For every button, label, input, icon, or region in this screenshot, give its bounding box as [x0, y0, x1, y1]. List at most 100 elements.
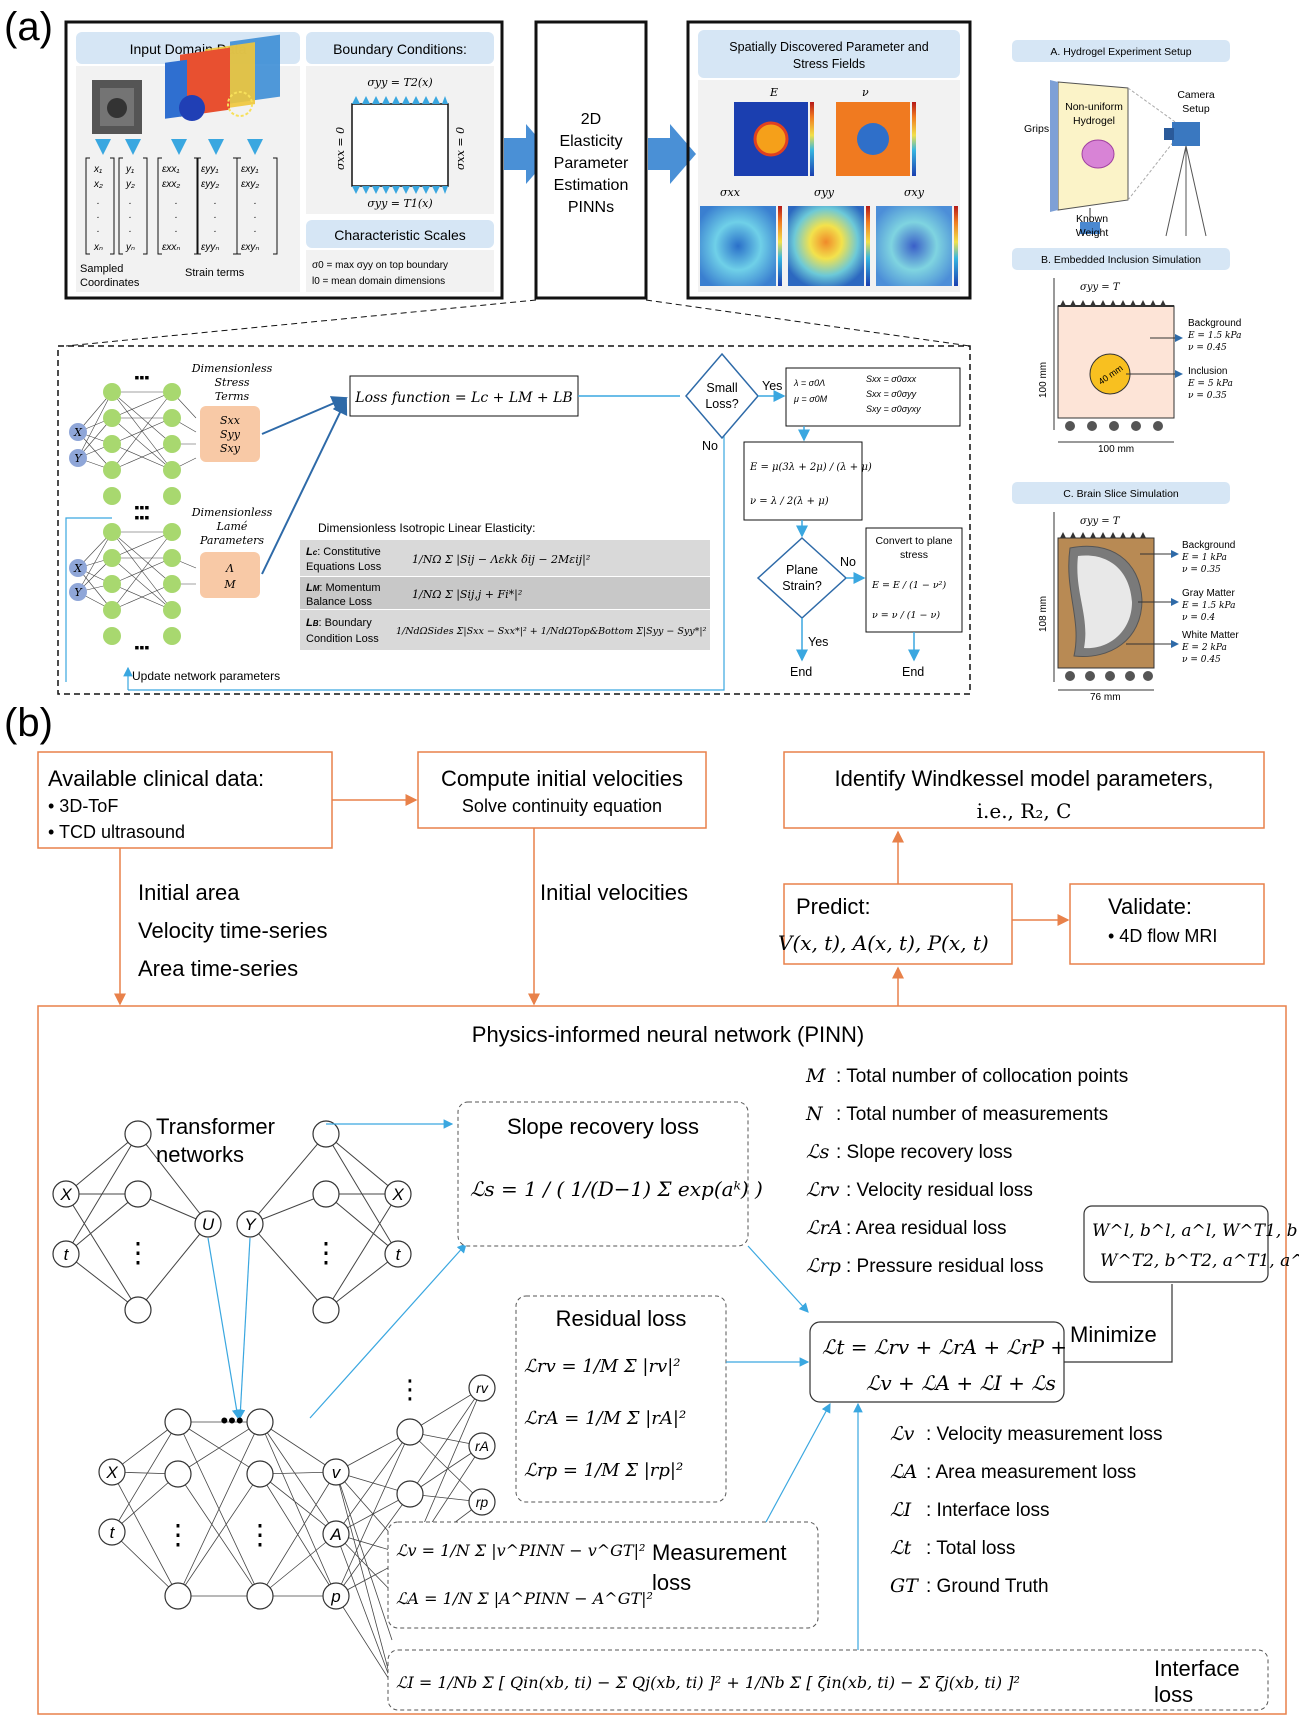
- svg-text:Loss?: Loss?: [705, 397, 738, 411]
- lame-title-3: Parameters: [199, 534, 264, 547]
- t-node-x2: X: [391, 1185, 404, 1204]
- field-label-nu: ν: [862, 86, 869, 99]
- svg-text:⋮: ⋮: [164, 1519, 192, 1550]
- svg-text:: Velocity residual loss: : Velocity residual loss: [846, 1180, 1033, 1201]
- residual-row-rp: ℒrp = 1/M Σ |rp|²: [524, 1460, 683, 1481]
- loss-row-lc-2: Equations Loss: [306, 561, 382, 573]
- svg-text:ν = 0.4: ν = 0.4: [1182, 613, 1215, 623]
- svg-text:ℒrA: ℒrA: [806, 1217, 843, 1239]
- svg-text:εxy₂: εxy₂: [241, 179, 259, 190]
- svg-text:: Total loss: : Total loss: [926, 1538, 1015, 1559]
- scales-title: Characteristic Scales: [334, 227, 466, 243]
- hydrogel-label-2: Hydrogel: [1073, 115, 1115, 127]
- svg-text:Λ: Λ: [225, 562, 234, 575]
- svg-text:Background: Background: [1188, 318, 1241, 329]
- svg-text:Sxx: Sxx: [220, 414, 241, 427]
- svg-text:.: .: [175, 224, 178, 235]
- svg-text:ℒrv: ℒrv: [806, 1179, 840, 1201]
- svg-text:▪▪▪: ▪▪▪: [135, 509, 150, 525]
- svg-text:Inclusion: Inclusion: [1188, 366, 1227, 377]
- svg-text:εyyₙ: εyyₙ: [201, 242, 219, 253]
- update-network-label: Update network parameters: [132, 669, 280, 683]
- strain-field-stack: [165, 34, 280, 121]
- svg-text:E = 1.5 kPa: E = 1.5 kPa: [1187, 331, 1241, 341]
- input-group-box: [64, 20, 504, 300]
- svg-text:E = 2 kPa: E = 2 kPa: [1181, 643, 1227, 653]
- validate-title: Validate:: [1108, 894, 1192, 919]
- loss-row-lb-2: Condition Loss: [306, 633, 379, 645]
- field-sxy: [876, 206, 952, 286]
- svg-text:100 mm: 100 mm: [1098, 444, 1134, 455]
- svg-text:.: .: [175, 210, 178, 221]
- lame-terms-box: [200, 552, 260, 598]
- slope-loss-formula: ℒs = 1 / ( 1/(D−1) Σ exp(aᵏ) ): [470, 1177, 763, 1201]
- field-syy: [788, 206, 864, 286]
- m-node-ra: rA: [475, 1438, 489, 1454]
- measurement-title-1: Measurement: [652, 1540, 787, 1565]
- hydrogel-setup-drawing: [1050, 80, 1207, 237]
- clinical-title: Available clinical data:: [48, 766, 264, 791]
- svg-text:⋮: ⋮: [397, 1374, 423, 1404]
- svg-text:.: .: [214, 196, 217, 207]
- small-loss-diamond: [685, 352, 759, 440]
- convert-box: [785, 367, 961, 427]
- arrow-to-output: [648, 124, 696, 184]
- stress-terms-box: [200, 406, 260, 462]
- field-label-sxy: σxy: [904, 186, 925, 199]
- svg-text:⋮: ⋮: [124, 1237, 152, 1268]
- svg-text:x₂: x₂: [93, 179, 103, 190]
- loss-row-lc-formula: 1/NΩ Σ |Sij − Λεkk δij − 2Mεij|²: [412, 553, 590, 567]
- svg-text:: Interface loss: : Interface loss: [926, 1500, 1050, 1521]
- params-line-1: W^l, b^l, a^l, W^T1, b^T1: [1092, 1221, 1299, 1241]
- compute-title: Compute initial velocities: [441, 766, 683, 791]
- clinical-item-2: • TCD ultrasound: [48, 822, 185, 842]
- svg-text:▪▪▪: ▪▪▪: [135, 639, 150, 655]
- svg-text:Sxx = σ0σxx: Sxx = σ0σxx: [866, 374, 917, 384]
- loss-row-lm-1: LM: Momentum: [306, 582, 381, 594]
- compute-box: [417, 751, 707, 829]
- camera-label-2: Setup: [1182, 103, 1210, 115]
- svg-text:: Ground Truth: : Ground Truth: [926, 1576, 1049, 1597]
- svg-text:εxxₙ: εxxₙ: [162, 242, 180, 253]
- svg-text:.: .: [97, 196, 100, 207]
- slope-loss-title: Slope recovery loss: [507, 1114, 699, 1139]
- output-title-2: Stress Fields: [793, 57, 865, 71]
- m-node-p: p: [330, 1587, 340, 1606]
- slope-loss-box: [457, 1101, 749, 1247]
- svg-text:ℒv: ℒv: [890, 1423, 915, 1445]
- stress-title-3: Terms: [215, 390, 250, 403]
- svg-text:GT: GT: [890, 1575, 919, 1597]
- t-node-u: U: [202, 1215, 215, 1234]
- svg-text:.: .: [214, 224, 217, 235]
- identify-box: [783, 751, 1265, 829]
- svg-text:M: M: [805, 1065, 826, 1087]
- boundary-triangles: [352, 96, 448, 194]
- t-node-y: Y: [244, 1215, 257, 1234]
- nn-lame-nodes: X Y ▪▪▪ ▪▪▪: [69, 509, 181, 655]
- white-matter-shape: [1077, 555, 1132, 649]
- svg-text:εyy₁: εyy₁: [201, 164, 219, 175]
- residual-row-rv: ℒrv = 1/M Σ |rv|²: [524, 1356, 681, 1377]
- svg-text:εyy₂: εyy₂: [201, 179, 219, 190]
- svg-text:Y: Y: [74, 586, 83, 599]
- svg-text:.: .: [175, 196, 178, 207]
- svg-text:stress: stress: [900, 549, 928, 561]
- svg-text:E = 5 kPa: E = 5 kPa: [1187, 379, 1233, 389]
- weight-label-1: Known: [1076, 213, 1108, 225]
- svg-text:.: .: [254, 196, 257, 207]
- predict-formula: V(x, t), A(x, t), P(x, t): [778, 931, 989, 955]
- identify-title: Identify Windkessel model parameters,: [834, 766, 1213, 791]
- m-node-v: v: [332, 1463, 342, 1482]
- field-label-e: E: [769, 86, 778, 99]
- svg-text:: Total number of measurements: : Total number of measurements: [836, 1104, 1108, 1125]
- svg-text:yₙ: yₙ: [125, 242, 135, 253]
- output-box: [686, 20, 972, 300]
- arrow-to-pinn: [504, 124, 552, 184]
- center-line-4: Estimation: [554, 177, 629, 194]
- residual-loss-box: [515, 1295, 727, 1503]
- m-node-rv: rv: [476, 1380, 489, 1396]
- no-label-1: No: [702, 439, 718, 453]
- t-node-t: t: [64, 1245, 70, 1264]
- svg-text:▪▪▪: ▪▪▪: [135, 499, 150, 515]
